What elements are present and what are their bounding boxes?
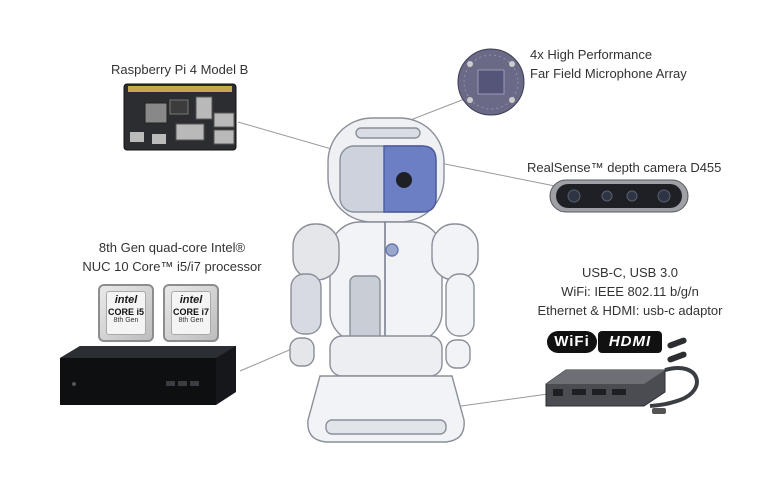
label-usb-line1: USB-C, USB 3.0 — [581, 265, 679, 280]
intel-core-i5-badge: intel CORE i5 8th Gen — [98, 284, 154, 342]
raspberry-pi-board — [123, 83, 237, 151]
chip-core: CORE i5 — [107, 307, 144, 317]
hdmi-logo: HDMI — [598, 331, 662, 353]
robot-chest-panel — [349, 275, 381, 341]
robot-left-arm — [290, 273, 322, 335]
intel-nuc — [60, 346, 236, 405]
robot-left-shoulder — [292, 223, 340, 281]
robot-right-hand — [445, 339, 471, 369]
chip-gen: 8th Gen — [113, 317, 139, 324]
realsense-camera — [549, 179, 689, 213]
label-raspberry-pi: Raspberry Pi 4 Model B — [111, 62, 249, 77]
chip-brand: intel — [179, 294, 203, 306]
connector-realsense — [439, 162, 556, 187]
chip-brand: intel — [114, 294, 138, 306]
wifi-logo: WiFi — [547, 331, 597, 353]
robot-torso — [329, 221, 443, 343]
chip-gen: 8th Gen — [178, 317, 204, 324]
robot-waist — [329, 335, 443, 377]
usb-c-hub — [545, 337, 699, 414]
label-usb-line3: Ethernet & HDMI: usb-c adaptor — [537, 303, 723, 318]
label-nuc-line2: NUC 10 Core™ i5/i7 processor — [82, 259, 262, 274]
label-realsense: RealSense™ depth camera D455 — [527, 160, 722, 175]
label-mic-line2: Far Field Microphone Array — [530, 66, 687, 81]
robot-illustration — [289, 117, 479, 443]
label-usb-line2: WiFi: IEEE 802.11 b/g/n — [561, 284, 699, 299]
chip-core: CORE i7 — [172, 307, 209, 317]
microphone-array-board — [457, 48, 525, 116]
label-nuc: 8th Gen quad-core Intel® NUC 10 Core™ i5… — [74, 238, 270, 276]
robot-left-hand — [289, 337, 315, 367]
label-microphone-array: 4x High Performance Far Field Microphone… — [530, 45, 687, 83]
label-usb: USB-C, USB 3.0 WiFi: IEEE 802.11 b/g/n E… — [520, 263, 740, 320]
label-nuc-line1: 8th Gen quad-core Intel® — [98, 240, 246, 255]
robot-right-shoulder — [431, 223, 479, 281]
label-mic-line1: 4x High Performance — [530, 47, 653, 62]
intel-core-i7-badge: intel CORE i7 8th Gen — [163, 284, 219, 342]
robot-right-arm — [445, 273, 475, 337]
